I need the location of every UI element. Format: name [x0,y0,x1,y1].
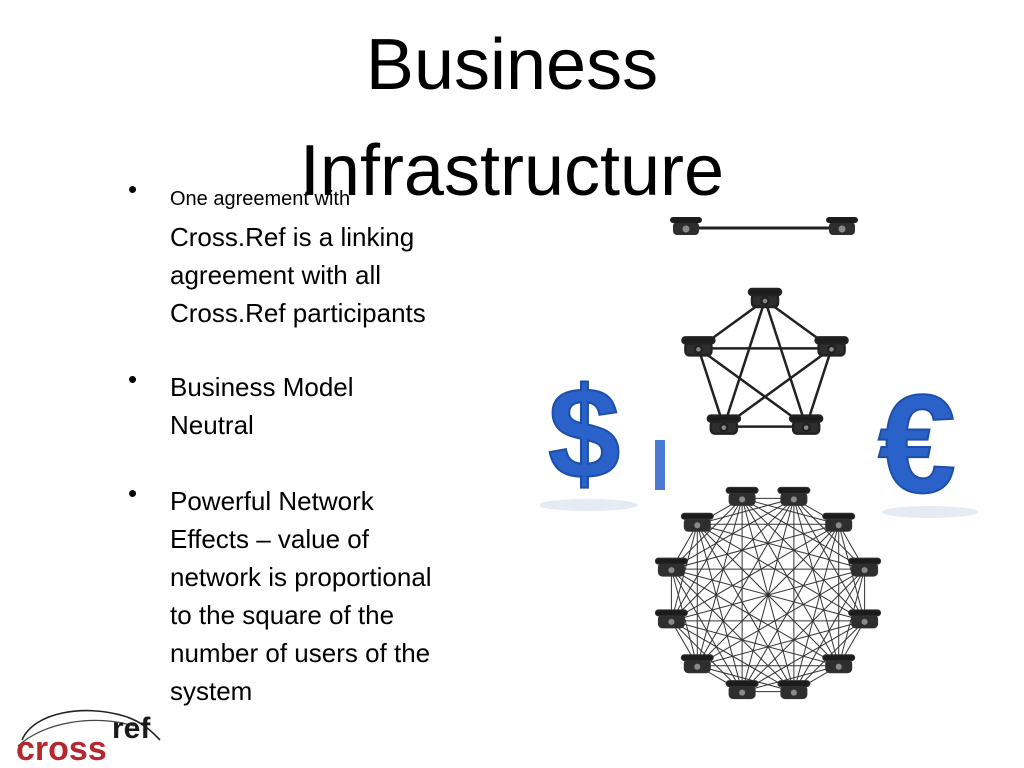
telephone-icon [822,654,856,674]
network-link [741,498,840,666]
bullet-2: Business Model Neutral [170,368,510,444]
telephone-icon [822,512,856,532]
bullet-1-line-3: agreement with all [170,260,381,290]
telephone-icon [670,217,702,235]
bullet-2-line-1: Business Model [170,372,354,402]
bullet-3-line-4: to the square of the [170,600,395,630]
network-link [741,524,840,692]
network-link [697,523,865,570]
network-link [697,665,795,693]
logo-ref-text: ref [112,712,151,745]
telephone-icon [654,557,688,577]
bullet-marker: • [128,478,138,508]
network-link [671,523,839,622]
telephone-icon [826,217,858,235]
network-link [741,497,865,570]
network-link [741,498,865,622]
bullet-3-line-3: network is proportional [170,562,432,592]
network-link [696,498,795,666]
telephone-icon [725,680,759,700]
telephone-icon [848,557,882,577]
network-link [671,620,839,667]
title-line-2: Infrastructure [299,131,725,211]
telephone-icon [777,680,811,700]
telephone-icon [848,609,882,629]
network-link [696,524,795,692]
network-link [697,523,865,622]
bullet-3-line-2: Effects – value of [170,524,369,554]
telephone-icon [777,486,811,506]
bullet-1-line-1: One agreement with [170,188,351,210]
euro-sign-icon: € [877,364,978,523]
logo-cross-text: cross [16,730,107,764]
dollar-sign-icon: $ [540,359,638,511]
bullet-3: Powerful Network Effects – value of netw… [170,482,510,710]
network-link [671,498,743,570]
telephone-icon [814,336,849,357]
network-link [670,498,743,622]
network-link [741,498,795,692]
bullet-1-line-2: Cross.Ref is a linking [170,222,415,252]
network-link [804,347,833,428]
bullet-3-line-1: Powerful Network [170,486,374,516]
twelve-phone-network [654,486,882,700]
bullet-3-line-5: number of users of the [170,638,431,668]
two-phone-network [670,217,858,235]
telephone-icon [747,287,783,309]
network-link [671,568,795,692]
network-effects-illustration: $ € [540,217,978,700]
network-link [697,347,807,428]
network-link [696,498,743,666]
network-link [697,568,865,667]
bullet-1: One agreement with Cross.Ref is a linkin… [170,180,510,332]
network-link [723,347,833,428]
svg-text:€: € [878,365,956,522]
svg-text:$: $ [548,360,620,506]
bullet-marker: • [128,364,138,394]
telephone-icon [681,336,716,357]
telephone-icon [725,486,759,506]
crossref-logo: cross ref [16,709,161,764]
network-link [697,347,726,428]
telephone-icon [680,654,714,674]
network-link [763,299,808,428]
bullet-list: • One agreement with Cross.Ref is a link… [128,174,510,710]
telephone-icon [706,414,742,435]
five-phone-network [681,287,849,435]
telephone-icon [788,414,824,435]
network-link [741,497,839,525]
title-line-1: Business [365,25,659,105]
network-link [722,299,767,428]
bullet-1-line-4: Cross.Ref participants [170,298,426,328]
bullet-3-line-6: system [170,676,253,706]
bullet-marker: • [128,174,138,204]
telephone-icon [654,609,688,629]
network-link [671,568,839,667]
bullet-2-line-2: Neutral [170,410,254,440]
telephone-icon [680,512,714,532]
network-link [696,524,743,692]
